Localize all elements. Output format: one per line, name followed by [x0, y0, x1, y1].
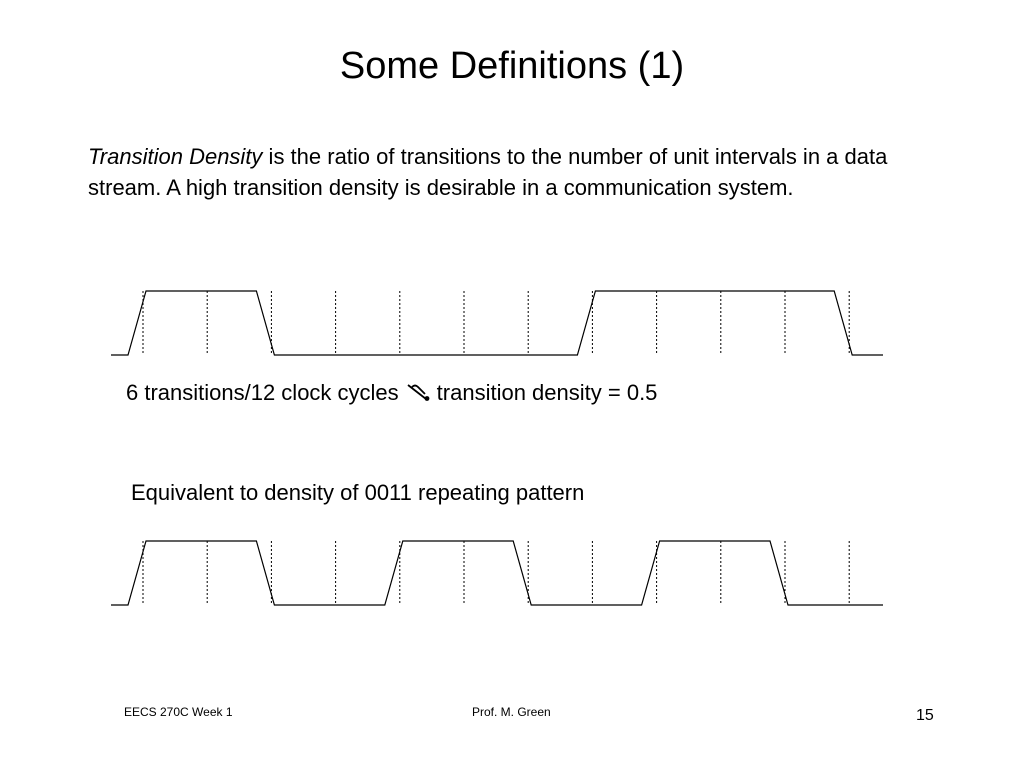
definition-text: is the ratio of transitions to the numbe… — [88, 144, 888, 200]
waveform-1 — [111, 290, 883, 356]
caption-transitions: 6 transitions/12 clock cycles — [126, 380, 399, 405]
page-number: 15 — [916, 707, 934, 724]
caption-density: transition density = 0.5 — [436, 380, 658, 405]
definition-paragraph: Transition Density is the ratio of trans… — [88, 141, 948, 203]
waveform-2-caption: Equivalent to density of 0011 repeating … — [131, 480, 585, 505]
waveform-1-caption: 6 transitions/12 clock cycles transition … — [126, 378, 657, 408]
waveform-1-signal — [111, 290, 883, 356]
footer-author: Prof. M. Green — [472, 705, 551, 719]
slide-title: Some Definitions (1) — [339, 45, 685, 87]
waveform-2 — [111, 540, 883, 606]
implies-arrow-icon — [407, 384, 430, 401]
footer-course: EECS 270C Week 1 — [124, 705, 233, 719]
waveform-2-signal — [111, 540, 883, 606]
definition-term: Transition Density — [88, 144, 263, 169]
